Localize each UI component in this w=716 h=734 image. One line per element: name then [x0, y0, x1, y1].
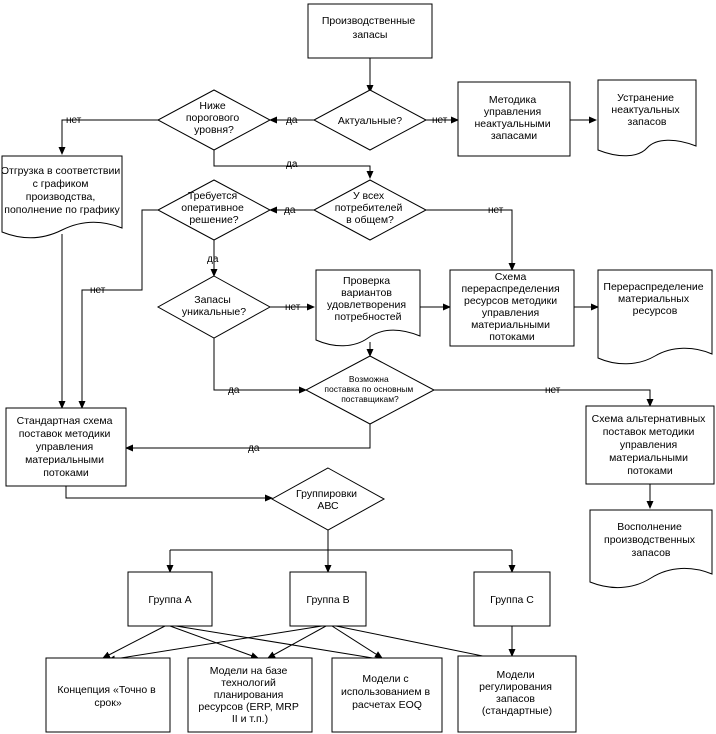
edge-threshold-no [58, 119, 158, 155]
node-eoq-models [331, 657, 443, 733]
node-redistribution-scheme [449, 269, 575, 347]
label-no-urgent: нет [90, 285, 106, 296]
node-method-obsolete [457, 81, 571, 157]
node-regulation-models [457, 655, 577, 733]
label-redistribution-scheme: Схема перераспределения ресурсов методик… [461, 271, 562, 343]
node-standard-scheme [5, 407, 127, 487]
node-removal-doc [597, 79, 697, 157]
label-no-actual: нет [432, 115, 448, 126]
decision-urgent [156, 179, 272, 241]
label-possible-supply: Возможна поставка по основным поставщика… [324, 374, 415, 404]
label-replenish: Восполнение производственных запасов [604, 521, 698, 559]
node-tech-models [187, 657, 313, 733]
node-shipment-doc [1, 155, 123, 239]
label-no-threshold: нет [66, 115, 82, 126]
label-yes-actual: да [286, 115, 298, 126]
edge-possible-yes [125, 424, 371, 452]
node-group-b [289, 571, 367, 627]
label-eoq-models: Модели с использованием в расчетах EOQ [341, 673, 433, 711]
label-tech-models: Модели на базе технологий планирования р… [198, 665, 301, 725]
label-urgent: Требуется оперативное решение? [181, 190, 246, 226]
edge-b-to-jit [107, 625, 323, 663]
label-method-obsolete: Методика управления неактуальными запаса… [474, 94, 553, 142]
label-shipment: Отгрузка в соответствии с графиком произ… [1, 165, 123, 216]
edge-threshold-yes [213, 150, 374, 179]
decision-all-consumers [312, 179, 428, 241]
node-check-doc [315, 269, 421, 347]
label-standard-scheme: Стандартная схема поставок методики упра… [17, 415, 116, 479]
edge-standard-to-abc [65, 486, 273, 502]
node-replenish-doc [589, 509, 713, 589]
edge-unique-yes [213, 338, 307, 394]
edge-urgent-no [78, 209, 158, 409]
node-production-stock [307, 3, 433, 59]
node-redistribution-doc [597, 269, 713, 365]
edge-a-to-jit [102, 625, 166, 659]
decision-threshold [156, 89, 272, 151]
node-alternative-scheme [585, 405, 715, 485]
edge-b-to-tech [267, 625, 327, 659]
node-jit [45, 657, 171, 733]
shapes [1, 3, 715, 733]
label-production-stock: Производственные запасы [322, 15, 418, 41]
edge-possible-no [434, 389, 654, 407]
label-threshold: Ниже порогового уровня? [186, 100, 242, 136]
label-actual: Актуальные? [338, 115, 402, 127]
label-abc: Группировки АВС [296, 488, 360, 512]
edge-all-no [426, 209, 516, 271]
label-yes-unique: да [228, 385, 240, 396]
decision-possible-supply [304, 355, 436, 425]
label-group-b: Группа В [306, 594, 349, 606]
label-group-c: Группа С [490, 594, 534, 606]
edge-a-to-eoq [175, 625, 386, 663]
label-no-all: нет [488, 205, 504, 216]
decision-actual [312, 89, 428, 151]
label-no-unique: нет [285, 302, 301, 313]
label-check: Проверка вариантов удовлетворения потреб… [327, 275, 409, 323]
label-group-a: Группа А [148, 594, 191, 606]
node-group-c [473, 571, 551, 627]
label-regulation-models: Модели регулирования запасов (стандартны… [479, 669, 555, 717]
node-group-a [127, 571, 213, 627]
node-labels: Производственные запасы Актуальные? Ниже… [1, 15, 709, 725]
edge-labels: нет да нет да да нет да нет нет да нет д… [66, 115, 561, 454]
label-jit: Концепция «Точно в срок» [57, 684, 158, 709]
label-unique: Запасы уникальные? [182, 294, 246, 318]
label-yes-all: да [284, 205, 296, 216]
connectors [58, 58, 654, 665]
label-alternative-scheme: Схема альтернативных поставок методики у… [592, 413, 709, 477]
label-yes-possible: да [248, 443, 260, 454]
label-yes-urgent: да [207, 254, 219, 265]
label-removal: Устранение неактуальных запасов [611, 92, 682, 128]
edge-a-to-tech [169, 625, 259, 659]
decision-abc [270, 467, 386, 531]
label-yes-threshold: да [286, 159, 298, 170]
label-redistribution-result: Перераспределение материальных ресурсов [603, 281, 706, 317]
label-no-possible: нет [545, 385, 561, 396]
decision-unique [156, 275, 272, 339]
label-all-consumers: У всех потребителей в общем? [335, 190, 405, 226]
edge-b-to-eoq [331, 625, 383, 659]
